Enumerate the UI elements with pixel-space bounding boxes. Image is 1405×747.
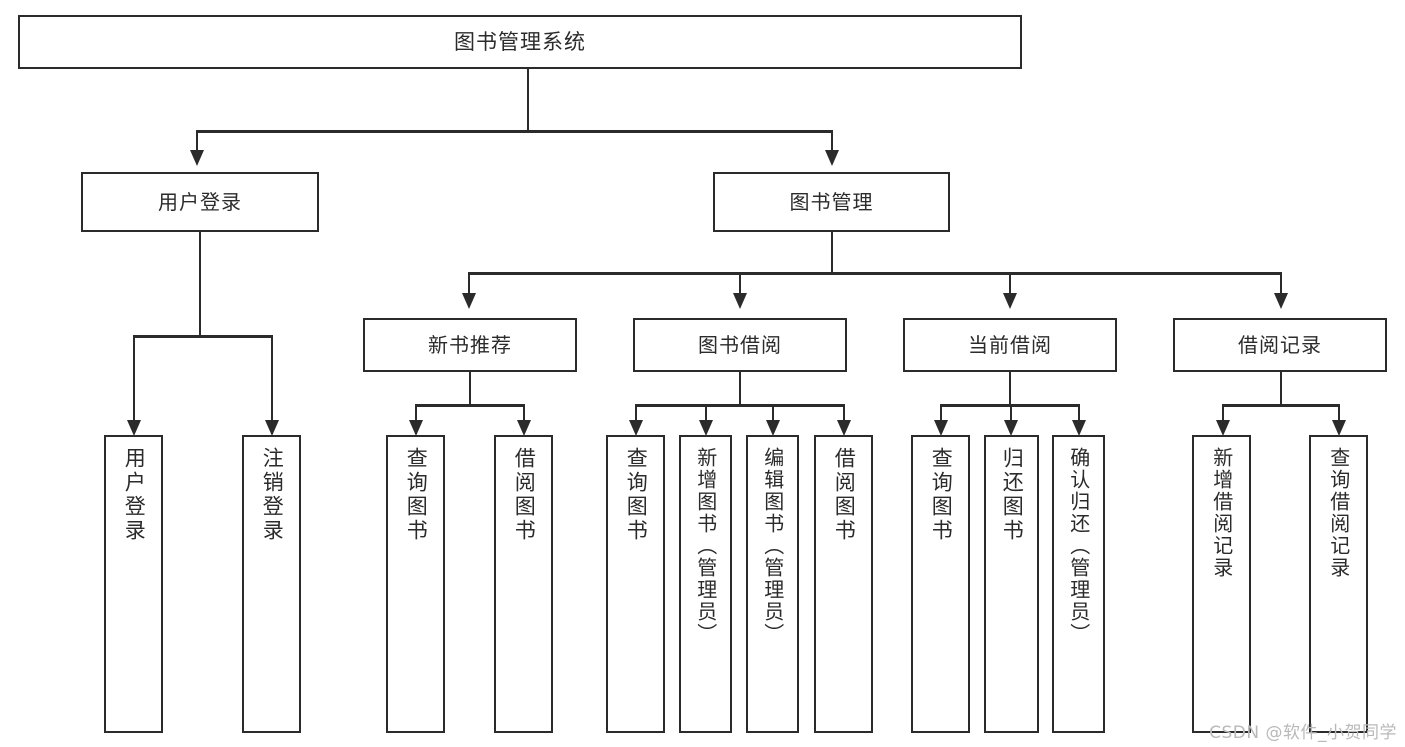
node-book-management[interactable]: 图书管理 (713, 172, 950, 232)
connector-borrow-record-to-leaf-1 (1222, 404, 1224, 421)
leaf-label: 查询图书 (929, 447, 954, 543)
node-label: 新书推荐 (428, 332, 512, 357)
leaf-label: 查询借阅记录 (1326, 447, 1351, 579)
arrowhead-bm-borrow-record (1274, 293, 1288, 309)
connector-root-to-book-management (831, 130, 833, 151)
leaf-label: 借阅图书 (512, 447, 537, 543)
arrowhead-current-borrow-leaf-2 (1004, 420, 1018, 436)
arrowhead-root-to-book-management (825, 150, 839, 166)
arrowhead-root-to-user-login (190, 150, 204, 166)
connector-book-borrow-bus (635, 404, 845, 407)
node-root-system[interactable]: 图书管理系统 (18, 15, 1022, 69)
node-book-borrow[interactable]: 图书借阅 (633, 318, 847, 372)
leaf-borrow-book-1[interactable]: 借阅图书 (494, 435, 553, 733)
connector-book-borrow-stem (739, 372, 741, 405)
connector-root-bus (196, 130, 833, 133)
arrowhead-bm-new-book (462, 293, 476, 309)
leaf-edit-book-admin[interactable]: 编辑图书（管理员） (746, 435, 799, 733)
connector-bm-to-current-borrow (1009, 272, 1011, 294)
connector-book-borrow-to-leaf-4 (843, 404, 845, 421)
connector-root-stem (527, 69, 529, 131)
connector-borrow-record-to-leaf-2 (1338, 404, 1340, 421)
connector-borrow-record-bus (1222, 404, 1340, 407)
node-label: 当前借阅 (968, 332, 1052, 357)
watermark-text: CSDN @软件_小贺同学 (1209, 723, 1397, 743)
leaf-query-book-1[interactable]: 查询图书 (386, 435, 445, 733)
connector-new-book-to-leaf-1 (415, 404, 417, 421)
connector-bm-to-new-book (468, 272, 470, 294)
arrowhead-book-borrow-leaf-4 (837, 420, 851, 436)
leaf-add-book-admin[interactable]: 新增图书（管理员） (679, 435, 732, 733)
leaf-return-book[interactable]: 归还图书 (984, 435, 1039, 733)
leaf-borrow-book-2[interactable]: 借阅图书 (814, 435, 873, 733)
connector-current-borrow-stem (1009, 372, 1011, 405)
leaf-confirm-return-admin[interactable]: 确认归还（管理员） (1052, 435, 1105, 733)
leaf-label: 查询图书 (404, 447, 429, 543)
arrowhead-book-borrow-leaf-2 (699, 420, 713, 436)
leaf-query-book-3[interactable]: 查询图书 (911, 435, 970, 733)
connector-book-borrow-to-leaf-1 (635, 404, 637, 421)
arrowhead-bm-book-borrow (733, 293, 747, 309)
connector-current-borrow-to-leaf-3 (1078, 404, 1080, 421)
connector-book-management-bus (468, 272, 1282, 275)
arrowhead-user-login-leaf-2 (265, 420, 279, 436)
connector-current-borrow-to-leaf-1 (940, 404, 942, 421)
arrowhead-book-borrow-leaf-1 (629, 420, 643, 436)
arrowhead-bm-current-borrow (1003, 293, 1017, 309)
leaf-label: 归还图书 (1000, 447, 1025, 543)
leaf-label: 借阅图书 (832, 447, 857, 543)
leaf-label: 注销登录 (260, 447, 285, 543)
connector-book-management-stem (831, 232, 833, 274)
arrowhead-current-borrow-leaf-1 (934, 420, 948, 436)
leaf-query-book-2[interactable]: 查询图书 (606, 435, 665, 733)
node-label: 用户登录 (158, 189, 242, 214)
arrowhead-book-borrow-leaf-3 (766, 420, 780, 436)
leaf-label: 编辑图书（管理员） (760, 447, 785, 645)
leaf-label: 新增借阅记录 (1209, 447, 1234, 579)
connector-new-book-to-leaf-2 (523, 404, 525, 421)
connector-bm-to-book-borrow (739, 272, 741, 294)
leaf-add-borrow-record[interactable]: 新增借阅记录 (1192, 435, 1251, 733)
node-label: 图书借阅 (698, 332, 782, 357)
connector-new-book-bus (415, 404, 525, 407)
connector-user-login-to-leaf-2 (271, 335, 273, 421)
connector-root-to-user-login (196, 130, 198, 151)
connector-user-login-stem (199, 232, 201, 336)
node-borrow-record[interactable]: 借阅记录 (1173, 318, 1387, 372)
leaf-label: 查询图书 (624, 447, 649, 543)
connector-book-borrow-to-leaf-2 (705, 404, 707, 421)
node-label: 图书管理 (789, 189, 874, 214)
connector-new-book-stem (469, 372, 471, 405)
leaf-query-borrow-record[interactable]: 查询借阅记录 (1309, 435, 1368, 733)
arrowhead-user-login-leaf-1 (127, 420, 141, 436)
arrowhead-borrow-record-leaf-2 (1332, 420, 1346, 436)
node-user-login[interactable]: 用户登录 (81, 172, 319, 232)
leaf-label: 确认归还（管理员） (1066, 447, 1091, 645)
arrowhead-current-borrow-leaf-3 (1072, 420, 1086, 436)
node-current-borrow[interactable]: 当前借阅 (903, 318, 1117, 372)
connector-book-borrow-to-leaf-3 (772, 404, 774, 421)
connector-current-borrow-to-leaf-2 (1010, 404, 1012, 421)
leaf-label: 新增图书（管理员） (693, 447, 718, 645)
leaf-logout-login[interactable]: 注销登录 (242, 435, 301, 733)
node-label: 借阅记录 (1238, 332, 1322, 357)
arrowhead-new-book-leaf-1 (409, 420, 423, 436)
node-new-book-recommend[interactable]: 新书推荐 (363, 318, 577, 372)
connector-user-login-bus (133, 335, 273, 338)
connector-borrow-record-stem (1280, 372, 1282, 405)
arrowhead-new-book-leaf-2 (517, 420, 531, 436)
node-label: 图书管理系统 (454, 29, 586, 54)
connector-user-login-to-leaf-1 (133, 335, 135, 421)
leaf-label: 用户登录 (122, 447, 147, 543)
connector-bm-to-borrow-record (1280, 272, 1282, 294)
leaf-user-login[interactable]: 用户登录 (104, 435, 163, 733)
arrowhead-borrow-record-leaf-1 (1216, 420, 1230, 436)
